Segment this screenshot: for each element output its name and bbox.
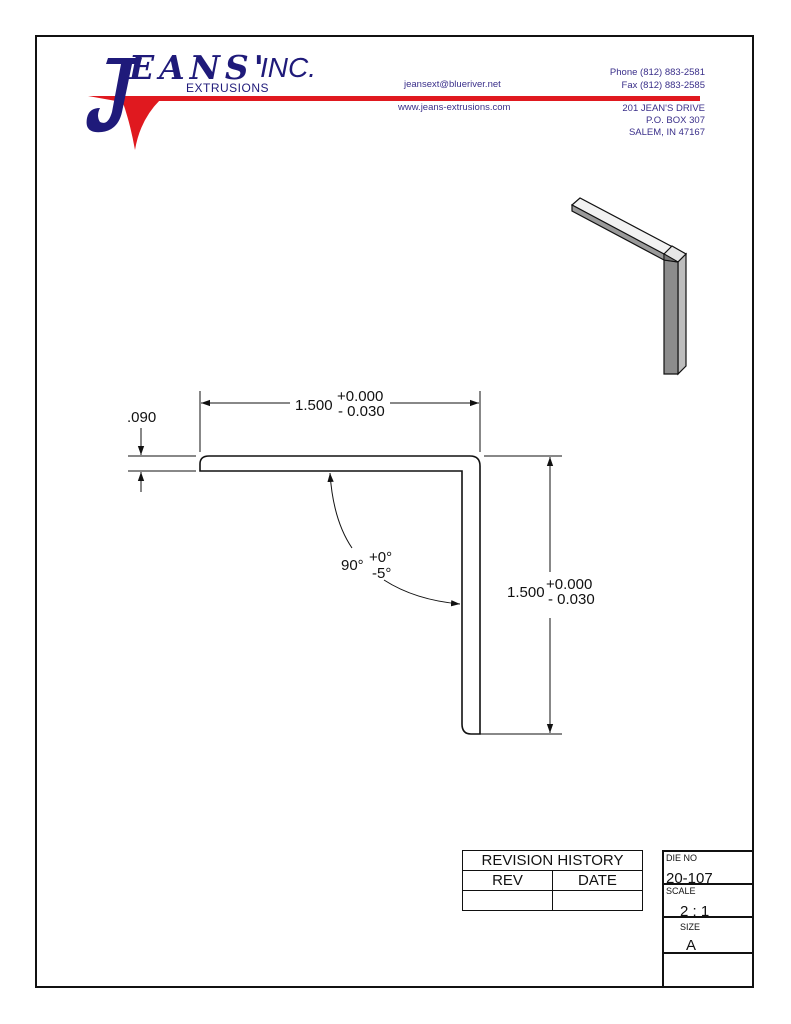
contact-fax: Fax (812) 883-2585 <box>621 80 705 91</box>
company-logo-graphic <box>86 58 700 150</box>
scale-value: 2 : 1 <box>680 903 710 920</box>
revision-col-rev: REV <box>462 870 553 891</box>
contact-email: jeansext@blueriver.net <box>404 79 501 90</box>
logo-inc: INC. <box>260 52 316 83</box>
logo-subtitle: EXTRUSIONS <box>186 81 270 95</box>
size-label: SIZE <box>680 922 701 932</box>
die-no-label: DIE NO <box>666 853 698 863</box>
angle-dimension-tol-plus: +0° <box>369 549 393 566</box>
die-no-value: 20-107 <box>666 870 713 887</box>
angle-profile-outline <box>199 455 481 735</box>
height-dimension-nominal: 1.500 <box>507 584 545 601</box>
revision-col-date: DATE <box>552 870 643 891</box>
angle-dimension-nominal: 90° <box>341 557 364 574</box>
isometric-view <box>570 197 687 376</box>
contact-phone: Phone (812) 883-2581 <box>609 67 705 78</box>
address-line-3: SALEM, IN 47167 <box>628 127 705 138</box>
address-line-2: P.O. BOX 307 <box>646 115 705 126</box>
height-dimension-tol-minus: - 0.030 <box>548 591 595 608</box>
revision-history-table: REVISION HISTORY REV DATE <box>462 850 643 911</box>
title-block-size: SIZE A <box>662 916 754 954</box>
scale-label: SCALE <box>666 886 696 896</box>
title-block-blank <box>662 952 754 988</box>
contact-website: www.jeans-extrusions.com <box>398 102 511 113</box>
title-block-die-no: DIE NO 20-107 <box>662 850 754 887</box>
height-dimension-tol-plus: +0.000 <box>546 576 593 593</box>
size-value: A <box>686 937 697 954</box>
thickness-dimension: .090 <box>127 409 157 426</box>
angle-dimension-tol-minus: -5° <box>372 565 392 582</box>
width-dimension-tol-minus: - 0.030 <box>338 403 385 420</box>
revision-rev-cell <box>462 890 553 911</box>
width-dimension-nominal: 1.500 <box>295 397 333 414</box>
title-block-scale: SCALE 2 : 1 <box>662 883 754 920</box>
drawing-sheet-border <box>35 35 754 988</box>
revision-date-cell <box>552 890 643 911</box>
revision-history-title: REVISION HISTORY <box>462 850 643 871</box>
address-line-1: 201 JEAN'S DRIVE <box>622 103 705 114</box>
logo-wordmark: EANS' <box>129 48 269 87</box>
width-dimension-tol-plus: +0.000 <box>337 388 384 405</box>
